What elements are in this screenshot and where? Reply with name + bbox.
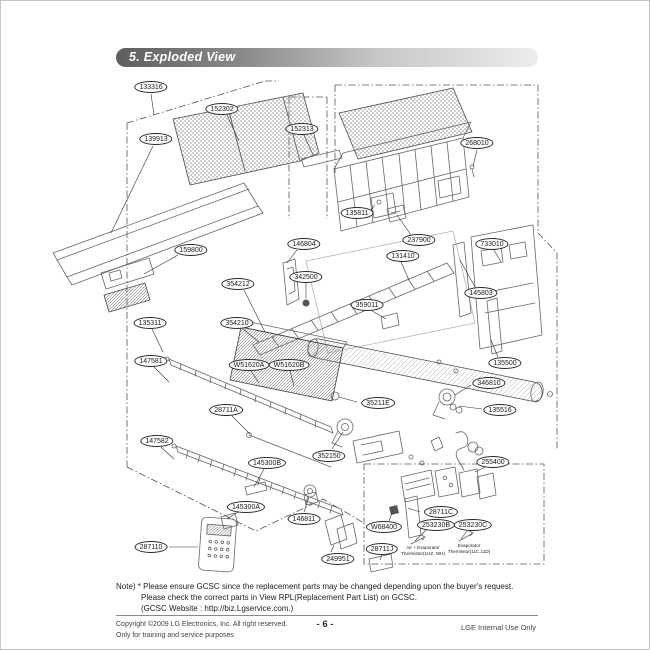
misc-screws: [436, 359, 459, 374]
part-callout-145300a: 145300A: [226, 501, 266, 513]
part-callout-249951: 249951: [321, 553, 355, 565]
copyright-line-1: Copyright ©2009 LG Electronics, Inc. All…: [116, 621, 288, 628]
footnote-line-1: Note) * Please ensure GCSC since the rep…: [116, 582, 514, 591]
part-callout-255400: 255400: [476, 456, 510, 468]
stepper-motor-part: [303, 484, 319, 506]
part-callout-28711a: 28711A: [209, 404, 243, 416]
part-callout-354212: 354212: [221, 278, 255, 290]
footer-divider: [116, 615, 538, 616]
part-callout-28711c: 28711C: [423, 506, 459, 518]
vane-motor-part: [331, 418, 354, 448]
top-grille-part: [338, 87, 473, 160]
part-callout-w51620a: W51620A: [228, 359, 270, 371]
annotation-line: Evaporator: [457, 543, 481, 548]
screw-part: [469, 164, 475, 178]
footnote-block: Note) * Please ensure GCSC since the rep…: [116, 582, 542, 614]
part-callout-146811: 146811: [287, 513, 321, 525]
section-header-bar: 5. Exploded View: [116, 48, 538, 67]
part-callout-342500: 342500: [289, 271, 323, 283]
drain-pan-part: [352, 430, 444, 466]
remote-control-part: [198, 516, 237, 573]
part-callout-152302: 152302: [205, 103, 239, 115]
cap-part: [302, 299, 310, 307]
part-callout-w51620b: W51620B: [268, 359, 310, 371]
part-callout-28711j: 28711J: [365, 543, 399, 555]
vane-strip-part: [164, 356, 334, 434]
part-callout-135516: 135516: [483, 404, 517, 416]
comb-vane-part: [171, 443, 344, 516]
diagram-parts: [52, 87, 553, 573]
part-callout-146804: 146804: [287, 238, 321, 250]
annotation-line: Thermistor(11C,11D): [447, 548, 491, 554]
part-callout-346810: 346810: [472, 377, 506, 389]
thermistor-annotation-2: Evaporator Thermistor(11C,11D): [448, 543, 490, 555]
frame-piece-part: [380, 312, 400, 330]
part-callout-152313: 152313: [285, 123, 319, 135]
part-callout-135811: 135811: [340, 207, 374, 219]
footnote-line-2: Please check the correct parts in View R…: [141, 592, 417, 602]
part-callout-159800: 159800: [174, 244, 208, 256]
part-callout-253230c: 253230C: [453, 519, 493, 531]
part-callout-352150: 352150: [312, 450, 346, 462]
part-callout-237900: 237900: [402, 234, 436, 246]
part-callout-135311: 135311: [133, 317, 167, 329]
part-callout-139913: 139913: [139, 133, 173, 145]
part-callout-147581: 147581: [134, 355, 168, 367]
power-cord-part: [455, 431, 484, 471]
internal-use-note: LGE Internal Use Only: [460, 623, 536, 632]
part-callout-268010: 268010: [460, 137, 494, 149]
front-panel-part: [52, 182, 264, 286]
pcb-part: [386, 204, 407, 223]
annotation-line: Thermistor(1HZ, WH): [401, 550, 445, 556]
part-callout-147582: 147582: [140, 435, 174, 447]
page-number: - 6 -: [316, 619, 334, 630]
part-callout-733010: 733010: [475, 238, 509, 250]
part-callout-131410: 131410: [386, 250, 420, 262]
air-filter-part: [172, 92, 320, 186]
part-callout-253230b: 253230B: [416, 519, 456, 531]
part-callout-w68400: W68400: [365, 521, 403, 533]
part-callout-354210: 354210: [220, 317, 254, 329]
copyright-line-2: Only for training and service purposes: [116, 631, 234, 639]
control-panel-part: [100, 257, 155, 313]
copyright-block: Copyright ©2009 LG Electronics, Inc. All…: [116, 620, 287, 642]
section-title: 5. Exploded View: [129, 50, 236, 64]
part-callout-359011: 359011: [350, 299, 384, 311]
part-callout-287110: 287110: [134, 541, 168, 553]
cover-plate-part: [324, 514, 358, 550]
fan-motor-part: [432, 388, 463, 420]
sensor-wire-part: [246, 432, 332, 468]
part-callout-135500: 135500: [488, 357, 522, 369]
part-callout-35211e: 35211E: [361, 397, 395, 409]
annotation-line: Air + Evaporator: [406, 545, 440, 550]
side-member-part: [452, 241, 503, 355]
chassis-part: [333, 121, 472, 232]
part-callout-145300b: 145300B: [247, 457, 287, 469]
footnote-line-3: (GCSC Website : http://biz.Lgservice.com…: [141, 603, 294, 613]
filter-strip-part: [300, 149, 343, 168]
thermistor-annotation-1: Air + Evaporator Thermistor(1HZ, WH): [401, 545, 445, 557]
part-callout-145803: 145803: [464, 287, 498, 299]
leader-lines: [110, 93, 502, 561]
part-callout-133316: 133316: [134, 81, 168, 93]
rear-chassis-part: [305, 230, 476, 354]
